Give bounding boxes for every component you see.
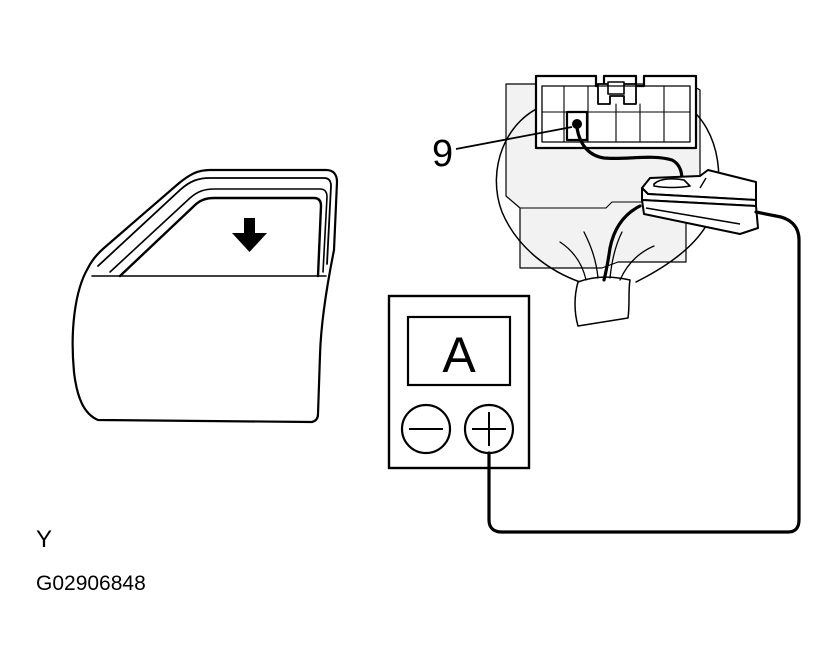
probe-wire-harness [602,204,642,282]
ammeter-icon [387,294,531,470]
down-arrow-icon [232,218,267,252]
pin-9-probe [572,119,582,129]
view-marker: Y [36,526,52,553]
adapter-clip [653,178,691,189]
connector-latch-window [607,81,625,95]
car-door-icon [71,168,339,424]
meter-display-label: A [442,327,476,383]
window-frame-outer [97,177,332,267]
window-frame-inner [109,188,328,273]
pin-9-label: 9 [432,133,453,175]
meter-display [406,315,512,387]
test-adapter [641,169,759,235]
door-outline [71,168,339,424]
meter-lead-positive [487,210,801,534]
window-glass [118,196,323,278]
figure-code: G02906848 [36,572,146,595]
harness-wires [559,231,655,281]
harness-bundle [574,276,631,327]
harness-loop [495,103,581,283]
pin-9-leader [455,126,573,150]
probe-wire-pin9 [575,126,684,182]
